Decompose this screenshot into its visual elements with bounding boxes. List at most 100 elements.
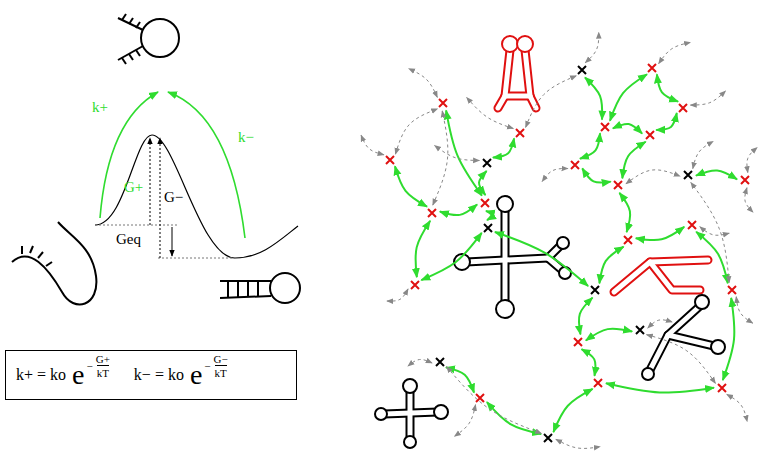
transition-arrow	[656, 113, 677, 130]
rate-arrow	[168, 92, 245, 238]
rna-helix-core	[614, 260, 708, 292]
rna-base	[227, 281, 229, 297]
transition-arrow	[582, 349, 596, 376]
state-mark	[624, 236, 632, 244]
state-mark	[594, 379, 602, 387]
transition-arrow	[395, 166, 427, 206]
rna-base	[46, 262, 52, 266]
minor-transition	[435, 146, 480, 161]
minor-transition	[745, 188, 753, 212]
energy-arrow	[172, 227, 173, 256]
level-line	[95, 225, 178, 226]
state-mark	[718, 384, 726, 392]
state-mark	[728, 286, 736, 294]
rna-helix	[384, 412, 438, 414]
minor-transition	[409, 69, 438, 98]
rna-loop	[695, 295, 709, 309]
energy-term: G−	[214, 353, 228, 365]
energy-label: G−	[164, 190, 183, 205]
minor-transition	[542, 169, 568, 182]
energy-label: G+	[124, 180, 143, 195]
rna-helix-core	[505, 94, 530, 99]
transition-arrow	[421, 233, 481, 280]
rna-structure	[454, 196, 571, 318]
state-mark	[484, 224, 492, 232]
rna-helix	[498, 96, 505, 108]
minus-sign: −	[86, 360, 92, 372]
minor-transition	[387, 289, 408, 301]
state-mark	[741, 176, 749, 184]
transition-arrow	[487, 402, 541, 434]
rna-helix	[650, 262, 700, 290]
thermal-term: kT	[215, 365, 227, 379]
state-mark	[601, 123, 609, 131]
transition-arrow	[415, 221, 430, 277]
transition-arrow	[579, 298, 593, 335]
state-mark	[476, 394, 484, 402]
folding-network	[361, 32, 757, 448]
transition-arrow	[619, 193, 630, 232]
minor-transition	[585, 32, 599, 62]
rna-base	[129, 54, 133, 60]
formula: k+ = koe−G+kT	[16, 359, 110, 391]
minor-transition	[647, 335, 716, 384]
rna-loop	[557, 237, 569, 249]
transition-arrow	[599, 247, 623, 284]
rna-loop	[559, 267, 571, 279]
minor-transition	[361, 135, 384, 155]
rna-helix-core	[384, 412, 438, 414]
energy-landscape	[12, 14, 300, 305]
formula-row: k+ = koe−G+kT k− = koe−G−kT	[6, 359, 238, 391]
rna-base	[21, 246, 23, 254]
minor-transition	[648, 320, 672, 328]
state-mark	[436, 358, 444, 366]
rna-loop	[403, 379, 417, 393]
transition-arrow	[493, 138, 514, 157]
level-line	[158, 258, 235, 259]
rna-base	[122, 14, 126, 20]
transition-arrow	[613, 124, 642, 134]
rna-loop	[517, 36, 533, 52]
minor-transition	[693, 141, 713, 168]
rna-helix-core	[525, 50, 530, 96]
transition-arrow	[580, 133, 600, 158]
rna-structure	[614, 260, 708, 292]
rna-base	[136, 22, 140, 28]
formula: k− = koe−G−kT	[134, 359, 228, 391]
state-mark	[688, 221, 696, 229]
transition-arrow	[610, 74, 647, 120]
rna-base	[30, 246, 33, 253]
minor-transition	[467, 97, 514, 128]
state-mark	[648, 64, 656, 72]
rna-base	[38, 252, 43, 258]
state-mark	[574, 338, 582, 346]
state-mark	[571, 161, 579, 169]
formula-box: k+ = koe−G+kT k− = koe−G−kT	[5, 350, 297, 400]
rna-loop	[270, 273, 300, 303]
rna-structure	[498, 36, 536, 108]
rna-structure	[642, 295, 725, 380]
rate-arrow	[100, 92, 158, 218]
rna-helix	[530, 96, 536, 108]
minor-transition	[433, 111, 448, 205]
rna-loop	[642, 368, 654, 380]
transition-arrow	[606, 383, 714, 392]
rna-helix	[466, 258, 548, 262]
minor-transition	[727, 394, 747, 421]
rate-expression: k− = ko	[134, 366, 184, 384]
minor-transition	[659, 42, 691, 63]
minor-transition	[447, 367, 542, 434]
minor-transition	[526, 76, 577, 128]
rna-base	[237, 281, 239, 297]
energy-curve	[95, 135, 298, 258]
minor-transition	[700, 227, 729, 236]
minor-transition	[691, 182, 729, 282]
transition-arrow	[486, 211, 494, 220]
fraction: G−kT	[214, 353, 228, 379]
rna-helix	[614, 260, 708, 292]
state-mark	[516, 129, 524, 137]
barrier-arrow	[160, 138, 161, 258]
state-mark	[428, 209, 436, 217]
energy-term: G+	[96, 353, 110, 365]
